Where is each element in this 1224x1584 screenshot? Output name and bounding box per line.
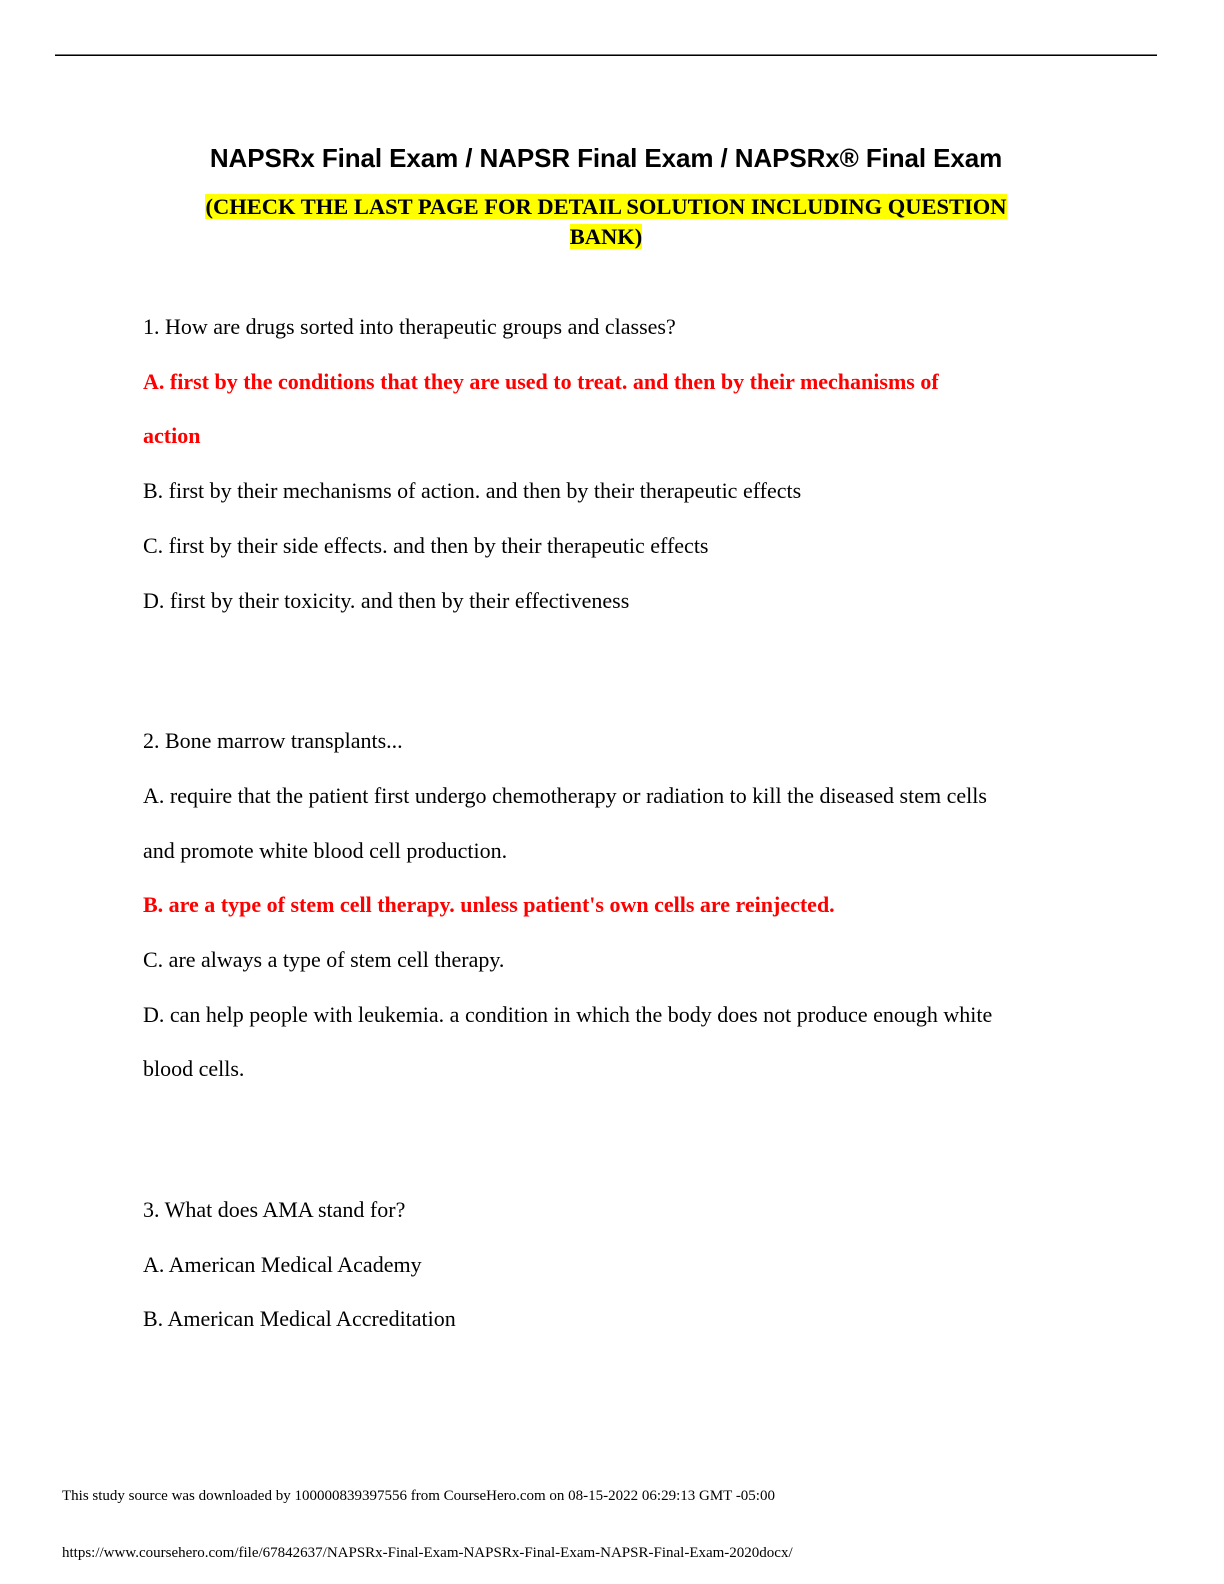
question-2-option-c: C. are always a type of stem cell therap… [143,947,505,972]
question-2-option-a-continued: and promote white blood cell production. [143,838,508,863]
question-3-option-b: B. American Medical Accreditation [143,1306,456,1331]
notice-line-2: BANK) [569,224,643,249]
question-1-option-d: D. first by their toxicity. and then by … [143,588,630,613]
download-notice: This study source was downloaded by 1000… [62,1488,775,1504]
notice-line-1: (CHECK THE LAST PAGE FOR DETAIL SOLUTION… [205,194,1007,219]
question-2-option-d-continued: blood cells. [143,1056,245,1081]
question-1-option-a-correct: A. first by the conditions that they are… [143,369,939,394]
question-1-option-b: B. first by their mechanisms of action. … [143,478,802,503]
highlighted-notice: (CHECK THE LAST PAGE FOR DETAIL SOLUTION… [170,192,1042,252]
header-rule [55,54,1157,56]
question-1-prompt: 1. How are drugs sorted into therapeutic… [143,314,676,339]
question-2-option-d: D. can help people with leukemia. a cond… [143,1002,993,1027]
question-1-option-a-continued: action [143,423,201,448]
question-2-prompt: 2. Bone marrow transplants... [143,728,403,753]
question-2-option-a: A. require that the patient first underg… [143,783,987,808]
question-2-option-b-correct: B. are a type of stem cell therapy. unle… [143,892,835,917]
source-url-link[interactable]: https://www.coursehero.com/file/67842637… [62,1545,793,1561]
question-1-option-c: C. first by their side effects. and then… [143,533,709,558]
question-3-prompt: 3. What does AMA stand for? [143,1197,406,1222]
question-3-option-a: A. American Medical Academy [143,1252,422,1277]
document-title: NAPSRx Final Exam / NAPSR Final Exam / N… [209,143,1003,173]
